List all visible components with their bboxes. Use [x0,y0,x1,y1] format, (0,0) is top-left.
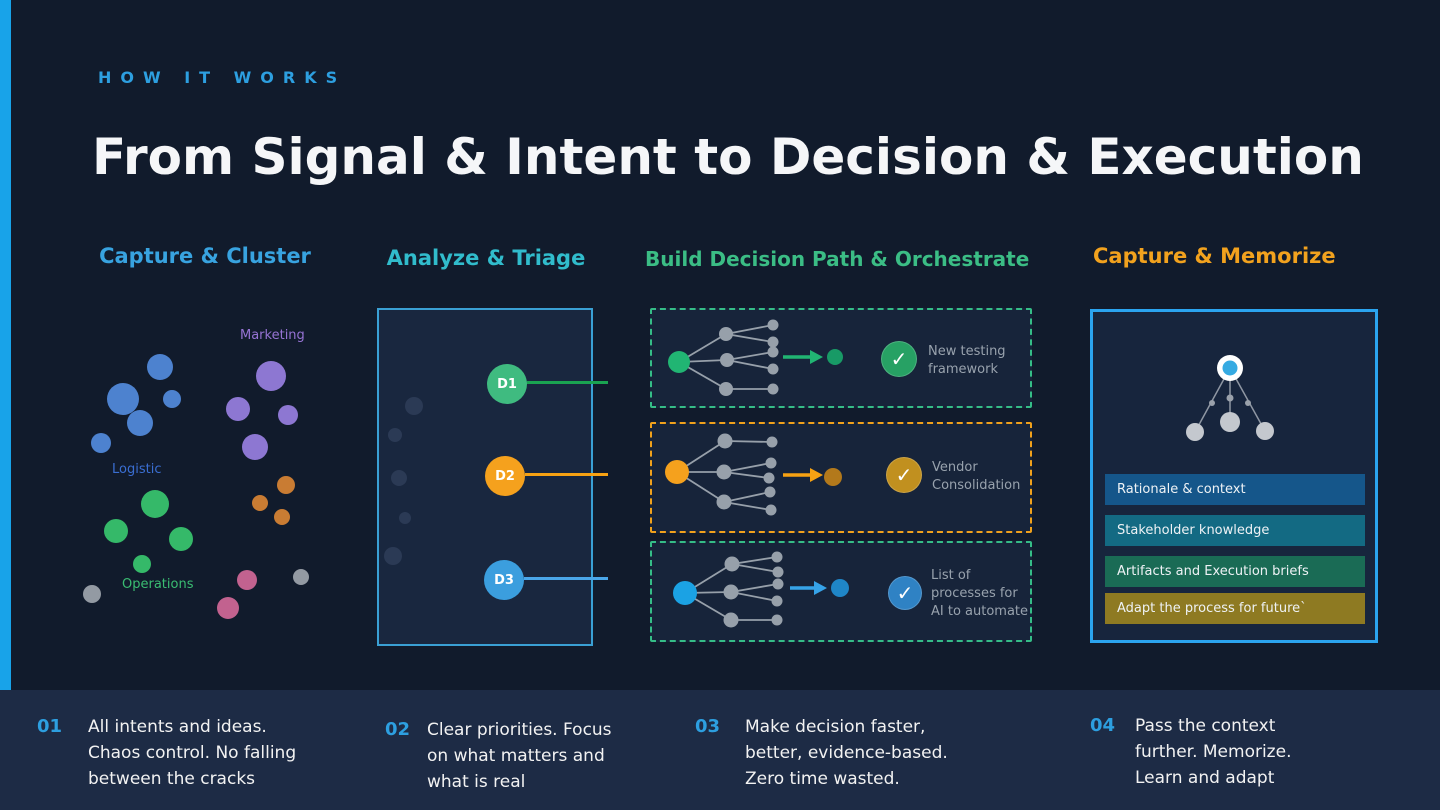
step-number-3: 03 [695,716,721,737]
column-header-capture-memorize: Capture & Memorize [1093,244,1336,268]
cluster-dot-blue [147,354,173,380]
outcome-label-3: List of processes for AI to automate [931,568,1029,619]
cluster-dot-orange [277,476,295,494]
d1-connector-line [527,381,608,384]
memory-bar-stakeholder: Stakeholder knowledge [1105,515,1365,546]
memory-bar-artifacts: Artifacts and Execution briefs [1105,556,1365,587]
cluster-dot-orange [252,495,268,511]
outcome-label-1: New testing framework [928,344,1006,377]
eyebrow-label: HOW IT WORKS [98,68,347,87]
outcome-label-2: Vendor Consolidation [932,460,1021,493]
triage-faded-dot [384,547,402,565]
triage-faded-dot [405,397,423,415]
triage-faded-dot [399,512,411,524]
cluster-dot-blue [127,410,153,436]
decision-tree-diagram-2 [665,433,842,516]
cluster-dot-purple [256,361,286,391]
d3-connector-line [524,577,608,580]
step-text-3: Make decision faster, better, evidence-b… [745,717,948,789]
left-accent-stripe [0,0,11,810]
footer-band [0,690,1440,810]
cluster-dot-green [133,555,151,573]
check-icon: ✓ [886,457,922,493]
cluster-label-operations: Operations [122,577,194,592]
cluster-dot-green [141,490,169,518]
memory-bar-rationale: Rationale & context [1105,474,1365,505]
step-text-4: Pass the context further. Memorize. Lear… [1135,716,1292,788]
cluster-dot-blue [91,433,111,453]
cluster-dot-purple [278,405,298,425]
cluster-dot-pink [237,570,257,590]
cluster-dot-purple [226,397,250,421]
step-number-1: 01 [37,716,63,737]
d1-label: D1 [497,376,517,392]
cluster-dot-purple [242,434,268,460]
step-text-1: All intents and ideas. Chaos control. No… [88,717,297,789]
d2-connector-line [525,473,608,476]
decision-node-d3: D3 [484,560,524,600]
step-text-2: Clear priorities. Focus on what matters … [427,720,612,792]
d2-label: D2 [495,468,515,484]
cluster-dot-gray [83,585,101,603]
triage-faded-dot [388,428,402,442]
decision-tree-diagram-3 [673,551,849,628]
cluster-dot-green [104,519,128,543]
memory-tree-diagram [1186,355,1274,441]
column-header-capture-cluster: Capture & Cluster [99,244,311,268]
memory-bar-adapt: Adapt the process for future` [1105,593,1365,624]
decision-tree-diagram-1 [668,319,843,396]
check-icon: ✓ [888,576,922,610]
step-number-2: 02 [385,719,411,740]
page-title: From Signal & Intent to Decision & Execu… [92,128,1364,186]
cluster-dot-blue [163,390,181,408]
cluster-dot-gray [293,569,309,585]
cluster-dot-orange [274,509,290,525]
triage-faded-dot [391,470,407,486]
cluster-dot-blue [107,383,139,415]
cluster-label-logistic: Logistic [112,462,162,477]
step-number-4: 04 [1090,715,1116,736]
decision-node-d1: D1 [487,364,527,404]
cluster-dot-pink [217,597,239,619]
check-icon: ✓ [881,341,917,377]
column-header-analyze-triage: Analyze & Triage [386,246,586,270]
decision-node-d2: D2 [485,456,525,496]
cluster-label-marketing: Marketing [240,328,305,343]
d3-label: D3 [494,572,514,588]
cluster-dot-green [169,527,193,551]
column-header-build-decision: Build Decision Path & Orchestrate [645,247,1030,271]
